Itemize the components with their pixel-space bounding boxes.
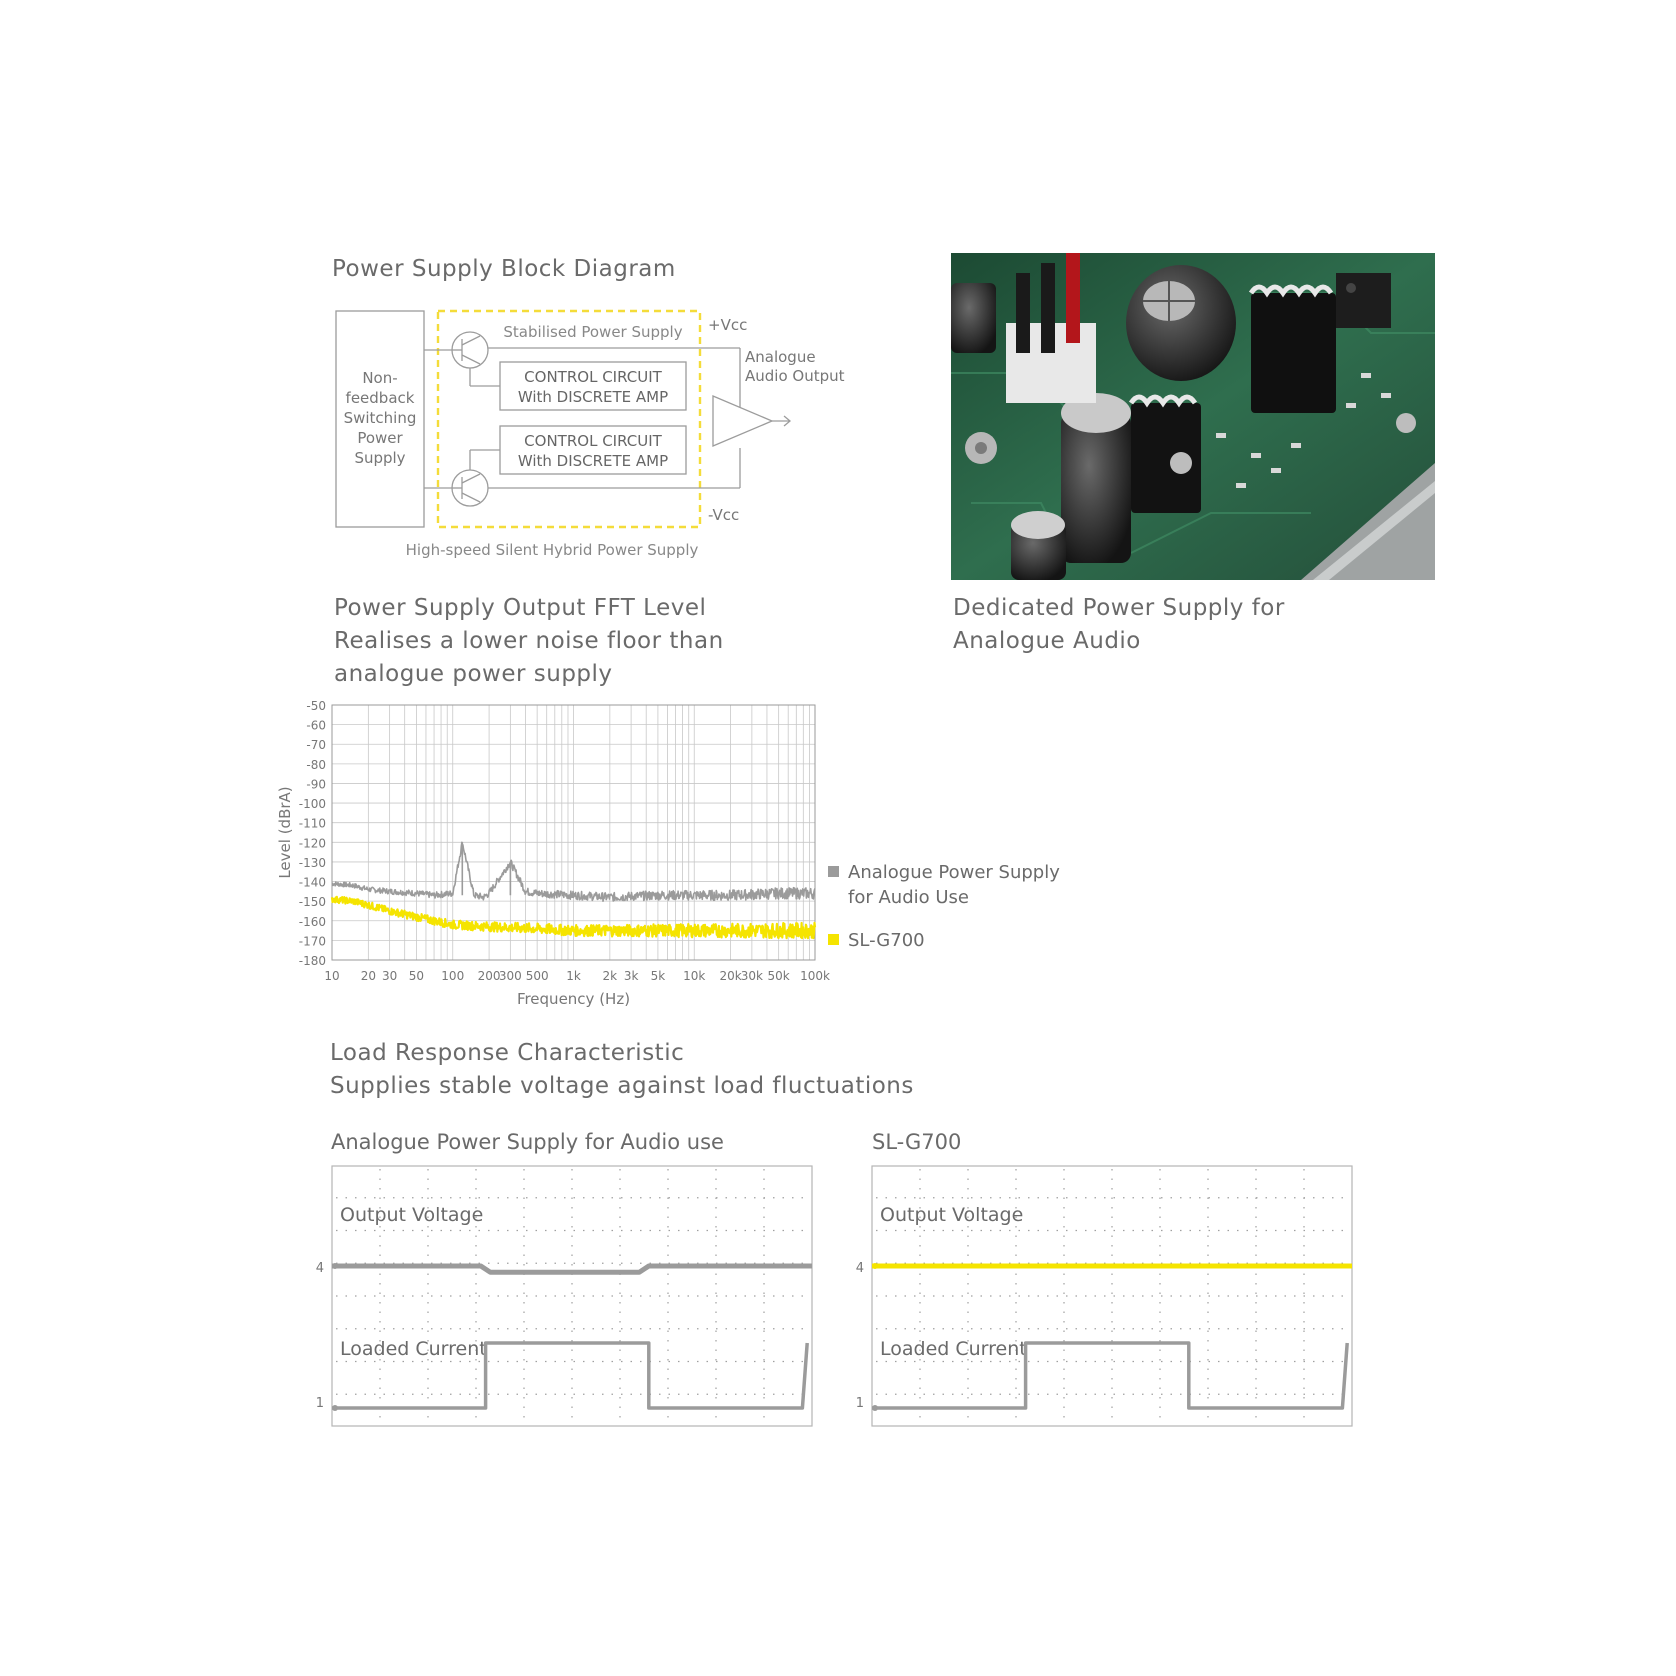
- amplifier-icon: [712, 395, 774, 447]
- control1-line1: CONTROL CIRCUIT: [524, 368, 662, 386]
- legend-label-slg700: SL-G700: [848, 930, 925, 951]
- legend-item-slg700: SL-G700: [828, 928, 1088, 953]
- photo-caption: Dedicated Power Supply for Analogue Audi…: [953, 595, 1285, 654]
- block-diagram-title: Power Supply Block Diagram: [332, 256, 676, 282]
- source-line-1: Non-: [362, 369, 397, 387]
- x-tick-label: 30: [382, 969, 397, 983]
- block-diagram: Non- feedback Switching Power Supply Sta…: [335, 309, 845, 559]
- legend-swatch-analogue: [828, 865, 839, 877]
- x-tick-label: 50k: [768, 969, 790, 983]
- loaded-current-trace: [332, 1341, 809, 1410]
- y-tick-label: 1: [856, 1396, 864, 1411]
- x-axis-label: Frequency (Hz): [517, 990, 630, 1008]
- load-heading-line2: Supplies stable voltage against load flu…: [330, 1073, 914, 1099]
- fft-heading-line1: Power Supply Output FFT Level: [334, 595, 707, 621]
- transistor-bottom-icon: [451, 469, 489, 507]
- fft-chart: -50 -60 -70 -80 -90 -100 -110 -120 -130 -140 -150 -…: [276, 700, 830, 1008]
- y-tick-label: -130: [299, 856, 326, 870]
- output-arrow-icon: [783, 415, 792, 427]
- y-tick-label: -70: [306, 738, 326, 752]
- y-tick-label: -170: [299, 934, 326, 948]
- loaded-current-label: Loaded Current: [340, 1338, 487, 1360]
- loaded-current-trace: [872, 1341, 1349, 1410]
- output-label-1: Analogue: [745, 348, 816, 366]
- voltage-marker: [872, 1263, 878, 1269]
- fft-heading-line2: Realises a lower noise floor than analog…: [334, 628, 724, 687]
- x-tick-label: 10k: [683, 969, 705, 983]
- control2-line1: CONTROL CIRCUIT: [524, 432, 662, 450]
- y-tick-label: 4: [856, 1261, 864, 1276]
- y-tick-label: -100: [299, 797, 326, 811]
- x-tick-label: 20k: [719, 969, 741, 983]
- vcc-positive: +Vcc: [708, 316, 747, 334]
- y-tick-label: -150: [299, 895, 326, 909]
- y-axis-label: Level (dBrA): [276, 786, 294, 878]
- output-voltage-label: Output Voltage: [880, 1204, 1023, 1226]
- load-right-title: SL-G700: [872, 1130, 962, 1154]
- source-line-2: feedback: [346, 389, 415, 407]
- fft-heading: Power Supply Output FFT Level Realises a…: [334, 592, 834, 691]
- output-voltage-label: Output Voltage: [340, 1204, 483, 1226]
- x-tick-label: 1k: [566, 969, 581, 983]
- circuit-board-photo: [951, 253, 1435, 580]
- x-tick-label: 500: [526, 969, 549, 983]
- control1-line2: With DISCRETE AMP: [518, 388, 668, 406]
- load-heading: Load Response Characteristic Supplies st…: [330, 1037, 1030, 1103]
- y-tick-label: -90: [306, 777, 326, 791]
- x-tick-label: 300: [499, 969, 522, 983]
- x-tick-label: 5k: [651, 969, 666, 983]
- x-tick-label: 3k: [624, 969, 639, 983]
- plot-frame: [331, 704, 816, 961]
- transistor-top-icon: [451, 331, 489, 369]
- fft-legend: Analogue Power Supply for Audio Use SL-G…: [828, 860, 1088, 953]
- source-line-3: Switching: [344, 409, 417, 427]
- control2-line2: With DISCRETE AMP: [518, 452, 668, 470]
- source-line-4: Power: [357, 429, 403, 447]
- control-circuit-box-2: [499, 425, 687, 475]
- output-label-2: Audio Output: [745, 367, 845, 385]
- switching-supply-box: [335, 310, 425, 528]
- series-analogue-line: [331, 841, 816, 902]
- y-tick-label: 4: [316, 1261, 324, 1276]
- y-tick-label: -180: [299, 954, 326, 968]
- legend-item-analogue: Analogue Power Supply for Audio Use: [828, 860, 1088, 910]
- x-tick-label: 10: [324, 969, 339, 983]
- y-tick-label: -120: [299, 836, 326, 850]
- output-voltage-trace: [332, 1263, 812, 1275]
- source-line-5: Supply: [354, 449, 405, 467]
- vcc-negative: -Vcc: [708, 506, 739, 524]
- x-tick-label: 30k: [741, 969, 763, 983]
- x-tick-label: 2k: [603, 969, 618, 983]
- control-circuit-box-1: [499, 361, 687, 411]
- current-marker: [332, 1405, 338, 1411]
- y-tick-label: -140: [299, 876, 326, 890]
- x-tick-label: 100: [441, 969, 464, 983]
- y-tick-label: 1: [316, 1396, 324, 1411]
- y-tick-label: -50: [306, 700, 326, 713]
- y-tick-label: -60: [306, 719, 326, 733]
- hybrid-footer: High-speed Silent Hybrid Power Supply: [406, 541, 699, 559]
- legend-label-analogue: Analogue Power Supply for Audio Use: [848, 862, 1060, 908]
- x-tick-label: 50: [409, 969, 424, 983]
- stabilised-label: Stabilised Power Supply: [503, 323, 682, 341]
- y-tick-label: -80: [306, 758, 326, 772]
- load-heading-line1: Load Response Characteristic: [330, 1040, 685, 1066]
- series-slg700-line: [330, 895, 817, 940]
- load-left-title: Analogue Power Supply for Audio use: [331, 1130, 724, 1154]
- current-marker: [872, 1405, 878, 1411]
- y-tick-label: -110: [299, 817, 326, 831]
- voltage-marker: [332, 1263, 338, 1269]
- x-tick-label: 200: [478, 969, 501, 983]
- x-tick-label: 100k: [800, 969, 830, 983]
- loaded-current-label: Loaded Current: [880, 1338, 1027, 1360]
- x-tick-label: 20: [361, 969, 376, 983]
- y-tick-label: -160: [299, 915, 326, 929]
- legend-swatch-slg700: [828, 933, 839, 945]
